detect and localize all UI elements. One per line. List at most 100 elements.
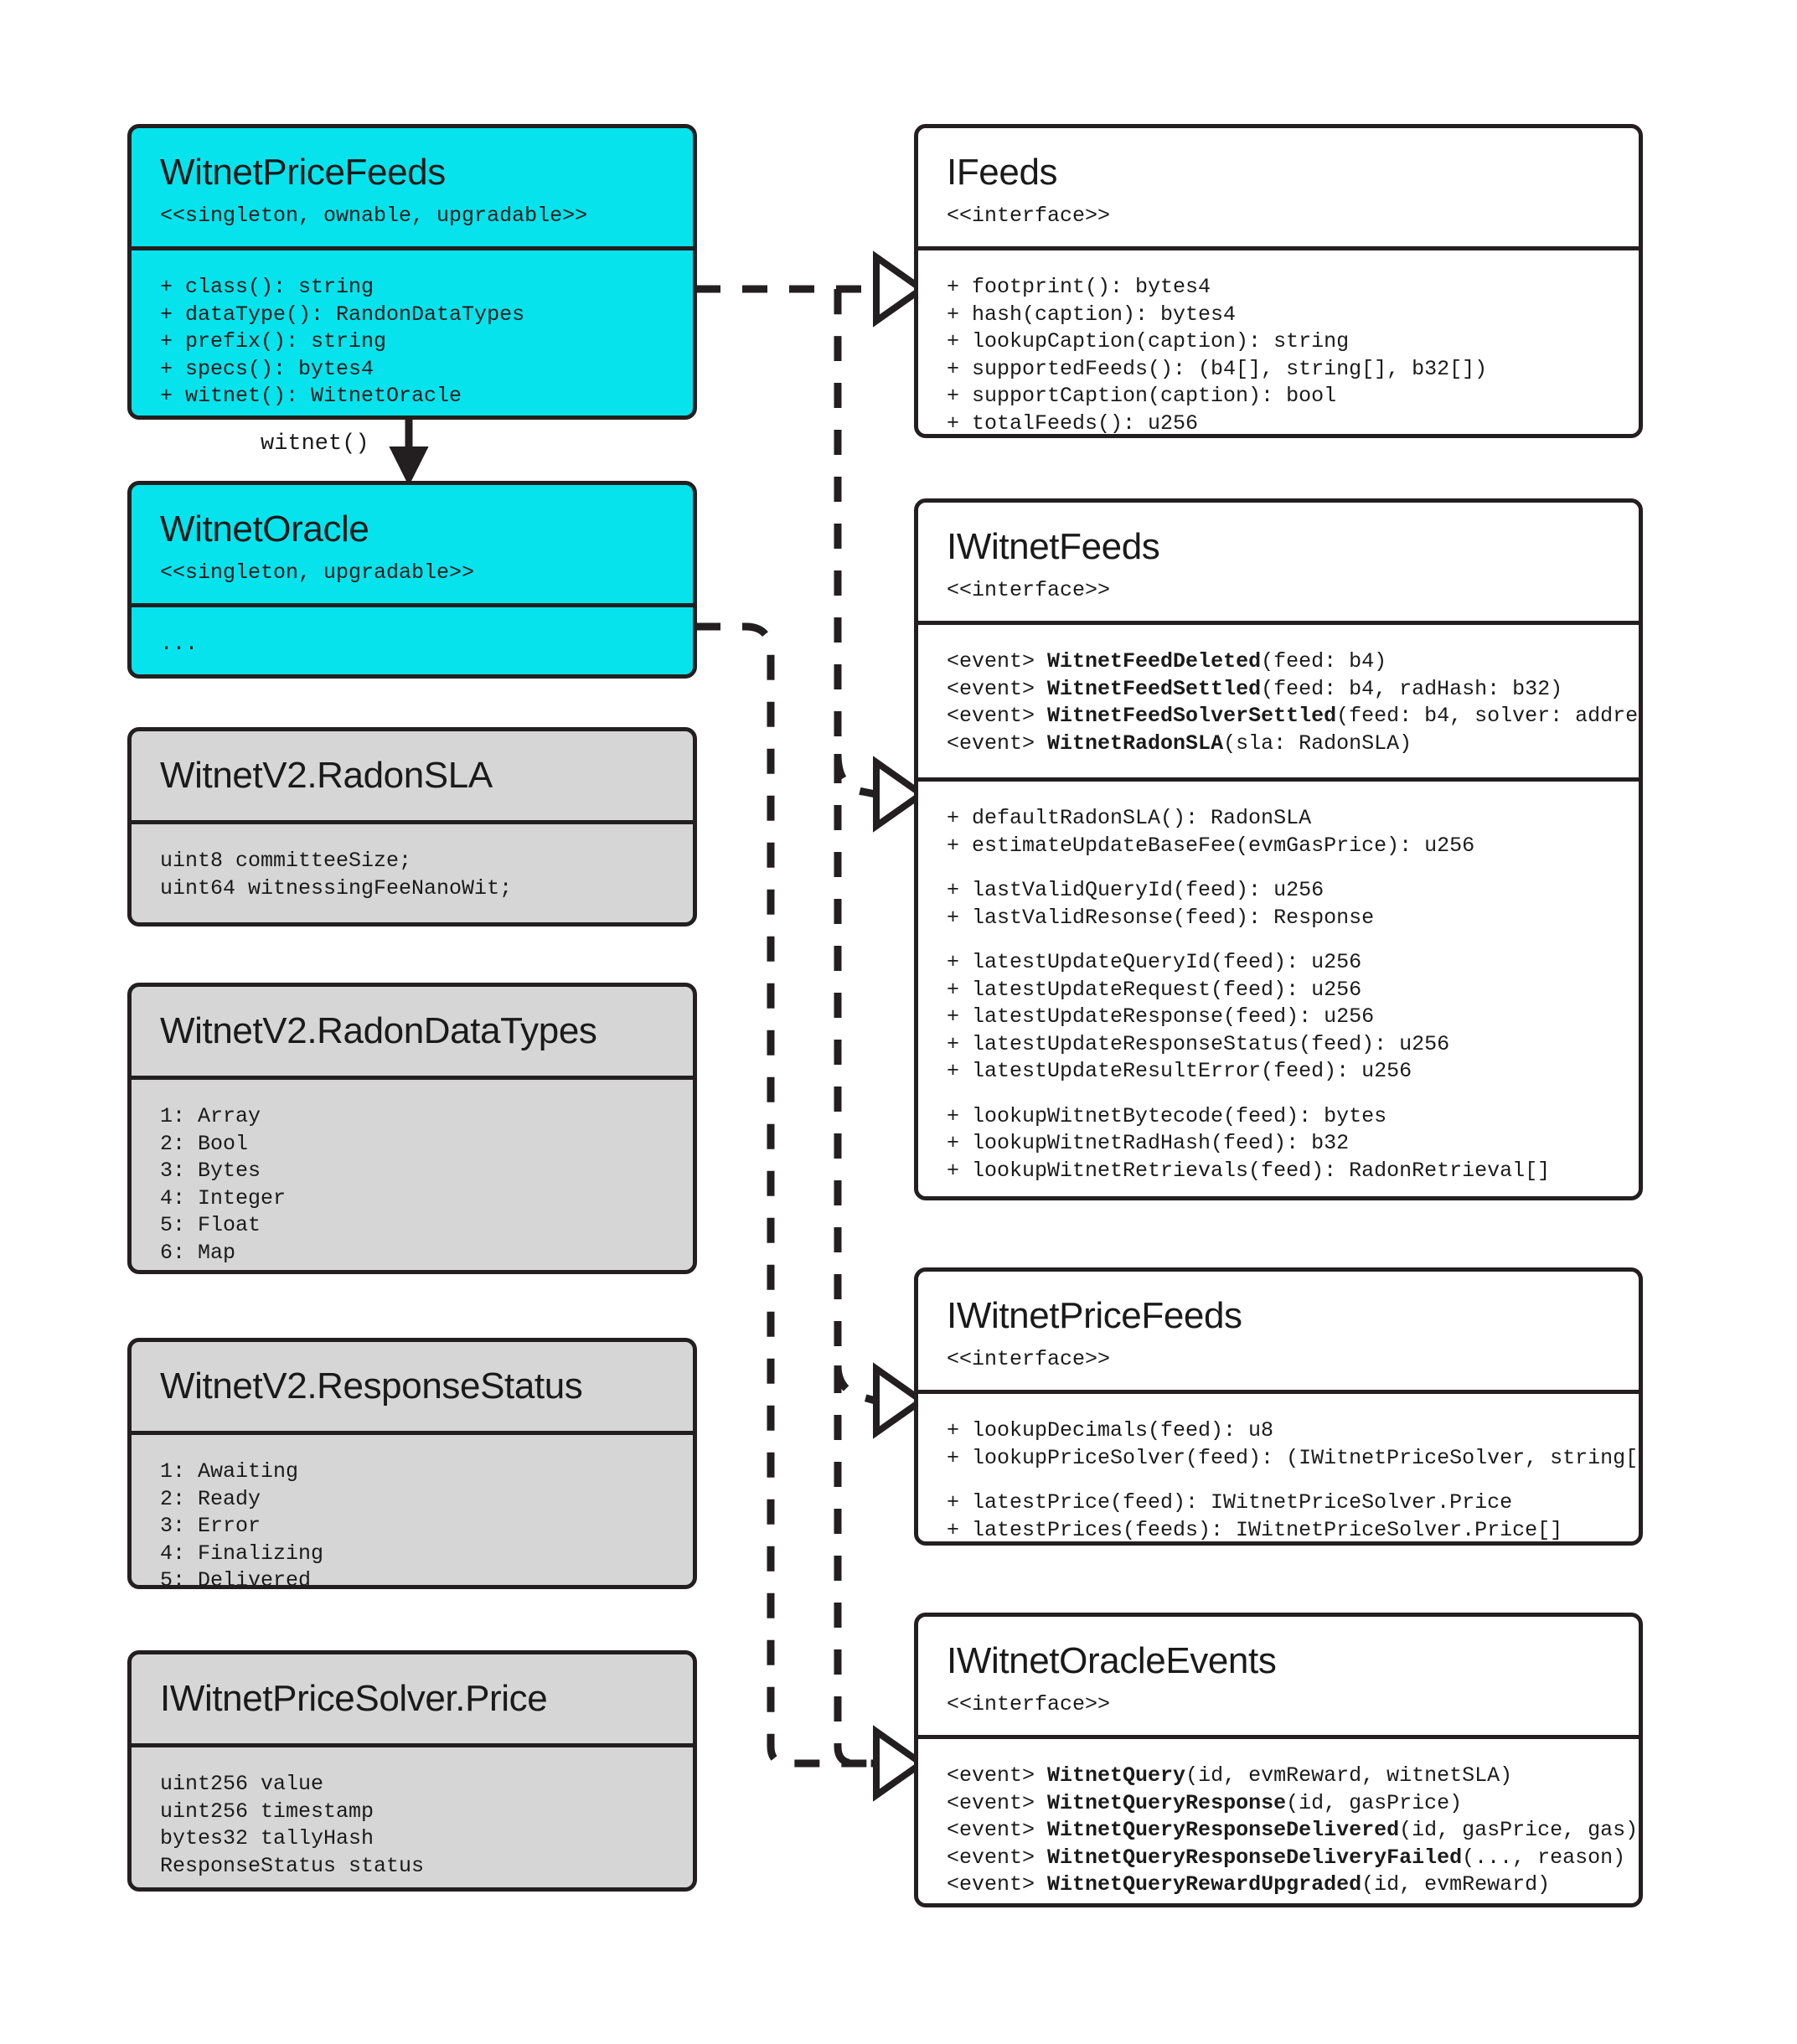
member-line: 2: Ready [160, 1486, 261, 1511]
member-line: + lookupCaption(caption): string [947, 329, 1350, 354]
event-signature: WitnetFeedDeleted [1047, 649, 1262, 674]
class-stereotype: <<singleton, upgradable>> [160, 560, 475, 586]
member-line: + latestUpdateResultError(feed): u256 [947, 1059, 1412, 1084]
event-keyword: <event> [947, 1845, 1048, 1870]
member-line: 6: Map [160, 1240, 236, 1265]
event-signature: WitnetQueryResponse [1047, 1790, 1287, 1815]
member-line: 3: Error [160, 1514, 261, 1539]
class-box-witnet-oracle[interactable]: WitnetOracle <<singleton, upgradable>> .… [127, 481, 697, 679]
section-divider [918, 621, 1639, 626]
event-keyword: <event> [947, 1818, 1048, 1843]
class-box-radon-sla[interactable]: WitnetV2.RadonSLA uint8 committeeSize; u… [127, 727, 697, 927]
member-line: + lookupPriceSolver(feed): (IWitnetPrice… [947, 1445, 1643, 1470]
section-divider [918, 246, 1639, 251]
member-line: + supportedFeeds(): (b4[], string[], b32… [947, 356, 1488, 381]
section-divider [918, 777, 1639, 782]
class-title: WitnetPriceFeeds [160, 152, 446, 193]
member-line: + latestPrice(feed): IWitnetPriceSolver.… [947, 1490, 1513, 1515]
class-header: WitnetOracle <<singleton, upgradable>> [132, 485, 693, 603]
member-line: + specs(): bytes4 [160, 356, 374, 381]
member-line: + dataType(): RandonDataTypes [160, 302, 525, 327]
class-header: WitnetV2.RadonDataTypes [132, 987, 693, 1076]
class-header: WitnetPriceFeeds <<singleton, ownable, u… [132, 128, 693, 246]
member-spacer [947, 1086, 1610, 1103]
member-line: 5: Float [160, 1213, 261, 1238]
class-members: 1: Array 2: Bool 3: Bytes 4: Integer 5: … [132, 1080, 693, 1270]
event-keyword: <event> [947, 1790, 1048, 1815]
member-line: 2: Bool [160, 1131, 249, 1156]
event-line: <event> WitnetFeedSolverSettled(feed: b4… [947, 703, 1639, 730]
event-args: (id, gasPrice, gas) [1399, 1818, 1639, 1843]
class-title: WitnetV2.RadonDataTypes [160, 1010, 597, 1051]
class-title: WitnetV2.RadonSLA [160, 755, 493, 796]
member-line: uint8 committeeSize; [160, 849, 412, 874]
member-line: ResponseStatus status [160, 1853, 425, 1878]
event-signature: WitnetQueryRewardUpgraded [1047, 1872, 1362, 1897]
event-args: (id, gasPrice) [1286, 1790, 1463, 1815]
member-line: 3: Bytes [160, 1159, 261, 1184]
member-spacer [947, 1472, 1610, 1489]
event-line: <event> WitnetRadonSLA(sla: RadonSLA) [947, 730, 1610, 758]
interface-header: IWitnetOracleEvents <<interface>> [918, 1617, 1639, 1735]
event-keyword: <event> [947, 704, 1048, 729]
member-line: + lookupWitnetBytecode(feed): bytes [947, 1103, 1387, 1128]
member-line: 5: Delivered [160, 1568, 312, 1589]
event-keyword: <event> [947, 649, 1048, 674]
interface-box-iwitnet-feeds[interactable]: IWitnetFeeds <<interface>> <event> Witne… [914, 498, 1643, 1200]
event-args: (feed: b4, solver: address) [1336, 704, 1643, 729]
member-line: uint256 timestamp [160, 1799, 374, 1824]
member-line: + supportCaption(caption): bool [947, 384, 1337, 409]
event-signature: WitnetFeedSettled [1047, 676, 1262, 701]
interface-box-ifeeds[interactable]: IFeeds <<interface>> + footprint(): byte… [914, 124, 1643, 438]
member-line: ... [160, 632, 199, 657]
event-keyword: <event> [947, 1763, 1048, 1788]
member-spacer [947, 932, 1610, 949]
event-args: (feed: b4) [1261, 649, 1387, 674]
member-line: 1: Array [160, 1104, 261, 1129]
section-divider [132, 246, 693, 251]
class-box-response-status[interactable]: WitnetV2.ResponseStatus 1: Awaiting 2: R… [127, 1338, 697, 1589]
interface-header: IFeeds <<interface>> [918, 128, 1639, 246]
interface-stereotype: <<interface>> [947, 1692, 1111, 1717]
event-keyword: <event> [947, 1872, 1048, 1897]
class-header: IWitnetPriceSolver.Price [132, 1654, 693, 1743]
member-line: + defaultRadonSLA(): RadonSLA [947, 806, 1312, 831]
interface-events: <event> WitnetFeedDeleted(feed: b4) <eve… [918, 625, 1639, 777]
interface-stereotype: <<interface>> [947, 578, 1111, 603]
member-spacer [947, 859, 1610, 877]
section-divider [132, 1431, 693, 1436]
section-divider [132, 603, 693, 608]
member-line: + class(): string [160, 275, 374, 300]
member-line: uint256 value [160, 1772, 324, 1797]
member-line: 4: Finalizing [160, 1541, 324, 1566]
member-line: + lookupWitnetRetrievals(feed): RadonRet… [947, 1158, 1551, 1183]
member-line: + latestUpdateResponseStatus(feed): u256 [947, 1031, 1450, 1056]
member-line: uint64 witnessingFeeNanoWit; [160, 875, 513, 901]
class-box-radon-data-types[interactable]: WitnetV2.RadonDataTypes 1: Array 2: Bool… [127, 983, 697, 1274]
interface-stereotype: <<interface>> [947, 1347, 1111, 1372]
member-line: + lastValidResonse(feed): Response [947, 905, 1375, 930]
class-box-witnet-price-feeds[interactable]: WitnetPriceFeeds <<singleton, ownable, u… [127, 124, 697, 420]
event-line: <event> WitnetQueryResponse(id, gasPrice… [947, 1790, 1610, 1818]
class-stereotype: <<singleton, ownable, upgradable>> [160, 204, 588, 229]
event-args: (id, evmReward) [1361, 1872, 1551, 1897]
section-divider [132, 1743, 693, 1748]
interface-stereotype: <<interface>> [947, 204, 1111, 229]
interface-box-iwitnet-price-feeds[interactable]: IWitnetPriceFeeds <<interface>> + lookup… [914, 1267, 1643, 1546]
event-line: <event> WitnetFeedSettled(feed: b4, radH… [947, 676, 1610, 704]
interface-members: + footprint(): bytes4 + hash(caption): b… [918, 250, 1639, 436]
section-divider [132, 1076, 693, 1081]
interface-title: IWitnetPriceFeeds [947, 1295, 1242, 1336]
class-members: 1: Awaiting 2: Ready 3: Error 4: Finaliz… [132, 1435, 693, 1589]
member-line: + footprint(): bytes4 [947, 275, 1211, 300]
member-line: + latestUpdateQueryId(feed): u256 [947, 950, 1362, 975]
interface-events: <event> WitnetQuery(id, evmReward, witne… [918, 1739, 1639, 1903]
class-box-price-solver-price[interactable]: IWitnetPriceSolver.Price uint256 value u… [127, 1650, 697, 1892]
event-signature: WitnetRadonSLA [1047, 730, 1224, 756]
event-args: (sla: RadonSLA) [1223, 730, 1412, 756]
association-witnet-call [389, 419, 429, 487]
member-line: + totalFeeds(): u256 [947, 410, 1199, 436]
class-members: uint256 value uint256 timestamp bytes32 … [132, 1747, 693, 1887]
interface-members: + defaultRadonSLA(): RadonSLA + estimate… [918, 782, 1639, 1196]
interface-box-iwitnet-oracle-events[interactable]: IWitnetOracleEvents <<interface>> <event… [914, 1613, 1643, 1907]
